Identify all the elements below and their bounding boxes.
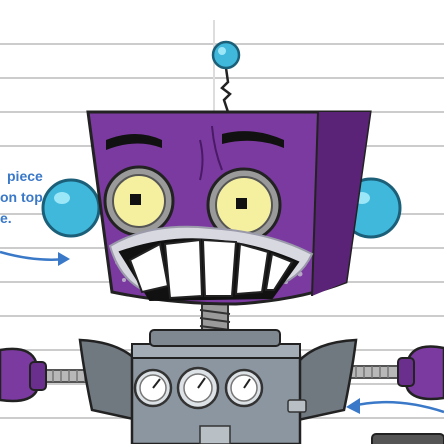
right-eye	[206, 167, 282, 243]
left-eye	[103, 165, 175, 237]
curved-arrow-left-icon	[346, 398, 444, 414]
antenna	[211, 40, 241, 113]
gauge-1	[133, 368, 173, 408]
instruction-line-1: piece	[7, 168, 43, 184]
grimace-mouth	[108, 225, 314, 302]
robot-body	[78, 329, 444, 444]
gauge-2	[176, 366, 220, 410]
curved-arrow-right-icon	[0, 250, 70, 266]
eyebrows	[106, 131, 284, 150]
instruction-line-3: e.	[0, 210, 12, 226]
gauge-3	[224, 368, 264, 408]
instruction-line-2: on top	[0, 189, 43, 205]
left-ear	[41, 178, 101, 238]
antenna-ball	[211, 40, 241, 70]
